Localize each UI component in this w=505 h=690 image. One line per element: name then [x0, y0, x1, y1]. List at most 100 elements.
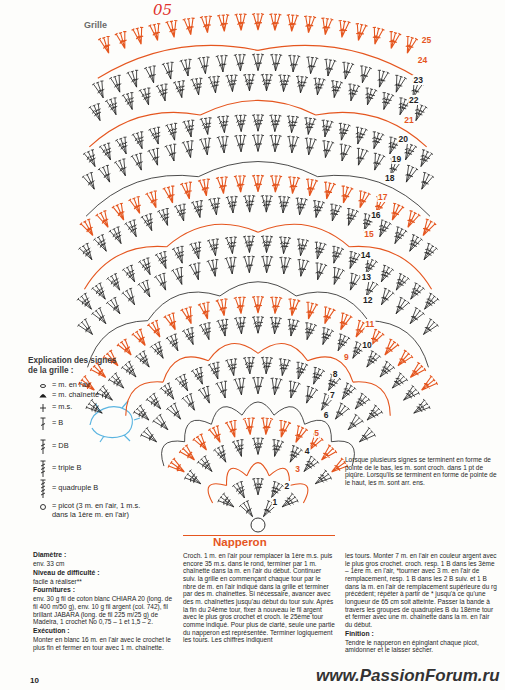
label-slot: 18	[384, 172, 395, 182]
stitch-round	[77, 236, 439, 309]
stitch-round	[126, 343, 391, 415]
round-number: 24	[417, 55, 428, 65]
round-number: 3	[294, 464, 301, 474]
legend-heading: Explication des signes de la grille :	[28, 356, 128, 375]
label-slot: env. 33 cm	[33, 560, 175, 568]
body-text: Monter en blanc 16 m. en l'air avec le c…	[33, 636, 175, 651]
label-slot: 15	[363, 229, 374, 239]
stitch-round	[218, 478, 298, 507]
label-slot: 9	[343, 352, 350, 362]
label-slot: Niveau de difficulté :	[33, 569, 175, 577]
label-slot: 25	[421, 35, 432, 45]
stitch-round	[86, 162, 430, 217]
round-number: 25	[421, 35, 432, 45]
center-ring	[251, 518, 265, 532]
legend-slot: = B	[52, 419, 142, 428]
round-number: 22	[408, 95, 419, 105]
body-text: env. 33 cm	[33, 560, 175, 568]
page-number: 10	[30, 676, 39, 685]
label-slot: Croch. 1 m. en l'air pour remplacer la 1…	[183, 552, 335, 644]
stitch-round	[84, 224, 431, 289]
legend-entry: = m. chaînette	[52, 391, 142, 400]
text-column: Croch. 1 m. en l'air pour remplacer la 1…	[183, 552, 335, 645]
stitch-round	[80, 175, 436, 235]
label-slot: facile à réaliser**	[33, 578, 175, 586]
section-heading: Fournitures :	[33, 586, 175, 594]
label-slot: 1	[271, 497, 278, 507]
round-number: 13	[361, 272, 372, 282]
round-number: 21	[403, 115, 414, 125]
stitch-round	[208, 463, 308, 503]
label-slot: Tendre le napperon en épinglant chaque p…	[345, 639, 497, 654]
chain-symbol	[40, 385, 45, 388]
round-number: 4	[304, 446, 311, 456]
round-number: 8	[332, 369, 339, 379]
picot-symbol	[41, 505, 46, 510]
label-slot: 12	[362, 295, 373, 305]
label-slot: 19	[391, 153, 402, 163]
stitch-round	[78, 195, 437, 259]
legend-slot: = picot (3 m. en l'air, 1 m.s. dans la 1…	[52, 502, 148, 519]
label-slot: 11	[364, 319, 375, 329]
round-number: 20	[398, 134, 409, 144]
section-title: Napperon	[183, 535, 335, 549]
round-number: 14	[360, 250, 371, 260]
round-number: 6	[323, 410, 330, 420]
stitch-round	[141, 377, 376, 442]
label-slot: 2	[283, 481, 290, 491]
label-slot: 10	[361, 340, 372, 350]
label-slot: Finition :	[345, 630, 497, 638]
section-heading: Diamètre :	[33, 551, 175, 559]
label-slot: 22	[408, 95, 419, 105]
stitch-round	[89, 100, 426, 146]
label-slot: Exécution :	[33, 627, 175, 635]
stitch-round	[83, 115, 433, 167]
text-column: les tours. Monter 7 m. en l'air en coule…	[345, 552, 497, 655]
stitch-round	[168, 418, 348, 472]
stitch-round	[89, 74, 428, 120]
round-number: 5	[313, 428, 320, 438]
stitch-round	[98, 45, 418, 78]
stitch-rounds	[77, 14, 439, 532]
label-slot: 16	[370, 210, 381, 220]
label-slot: Explication des signes de la grille :	[28, 356, 128, 375]
label-slot: Monter en blanc 16 m. en l'air avec le c…	[33, 636, 175, 651]
watermark: www.PassionForum.ru	[316, 666, 500, 686]
double-treble-symbol	[41, 440, 46, 454]
quadruple-treble-symbol	[41, 480, 46, 498]
triple-treble-symbol	[41, 461, 46, 477]
label-slot: 7	[329, 390, 336, 400]
section-heading: Exécution :	[33, 627, 175, 635]
label-slot: Fournitures :	[33, 586, 175, 594]
handwritten-note: 05	[152, 2, 173, 20]
stitch-round	[98, 14, 418, 54]
legend-slot: = DB	[52, 442, 142, 451]
text-column: Diamètre :env. 33 cmNiveau de difficulté…	[33, 551, 175, 652]
body-text: les tours. Monter 7 m. en l'air en coule…	[345, 552, 497, 629]
legend-slot: = m.s.	[52, 403, 142, 412]
legend-entry: = B	[52, 419, 142, 428]
label-slot: 17	[377, 191, 388, 201]
round-number: 19	[391, 153, 402, 163]
label-slot: 8	[332, 369, 339, 379]
label-slot: 4	[304, 446, 311, 456]
label-slot: les tours. Monter 7 m. en l'air en coule…	[345, 552, 497, 629]
label-slot: 14	[360, 250, 371, 260]
label-slot: env. 30 g fil de coton blanc CHIARA 20 (…	[33, 595, 175, 626]
stitch-round	[92, 54, 424, 98]
round-number: 11	[364, 319, 375, 329]
stitch-round	[88, 282, 429, 368]
body-text: Tendre le napperon en épinglant chaque p…	[345, 639, 497, 654]
legend-entry: = m. en l'air	[52, 381, 142, 390]
label-slot: Grille	[84, 20, 107, 31]
stitch-round	[78, 296, 437, 390]
label-slot: Diamètre :	[33, 551, 175, 559]
label-slot: 10	[30, 676, 39, 685]
label-slot: Lorsque plusieurs signes se terminent en…	[345, 456, 497, 487]
legend-slot: = m. en l'air	[52, 381, 142, 390]
round-number: 23	[412, 75, 423, 85]
round-number: 10	[361, 340, 372, 350]
body-text: env. 30 g fil de coton blanc CHIARA 20 (…	[33, 595, 175, 626]
title-slot: Napperon	[183, 535, 335, 549]
legend-entry: = DB	[52, 442, 142, 451]
